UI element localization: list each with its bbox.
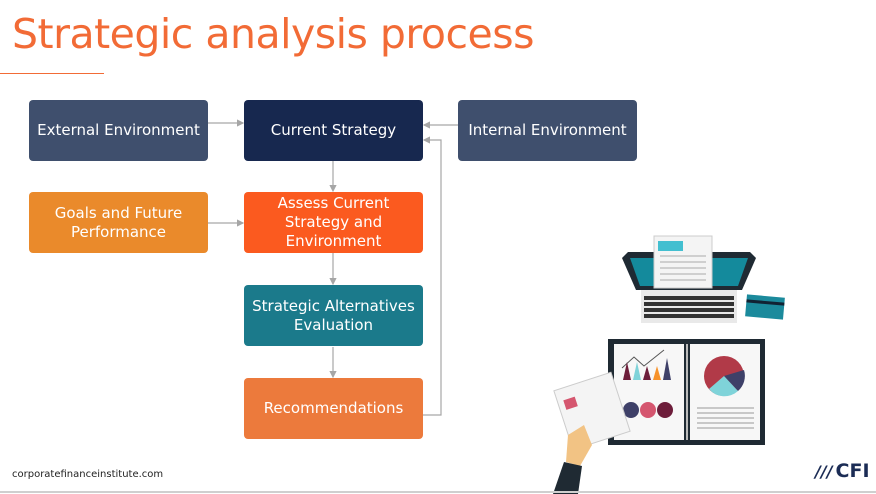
notebook-icon	[608, 339, 765, 445]
box-external-environment: External Environment	[29, 100, 208, 161]
footer-url: corporatefinanceinstitute.com	[12, 469, 164, 480]
checklist-hand-icon	[553, 371, 631, 494]
box-recommendations: Recommendations	[244, 378, 423, 439]
cfi-logo-text: CFI	[835, 460, 870, 482]
box-assess: Assess Current Strategy and Environment	[244, 192, 423, 253]
cfi-logo: ///CFI	[815, 460, 870, 482]
box-alternatives: Strategic Alternatives Evaluation	[244, 285, 423, 346]
cfi-slashes-icon: ///	[815, 461, 833, 481]
feedback-arrow	[422, 136, 442, 416]
box-current-strategy: Current Strategy	[244, 100, 423, 161]
credit-card-icon	[745, 294, 785, 320]
page-title: Strategic analysis process	[12, 10, 534, 58]
bottom-divider	[0, 491, 876, 493]
box-internal-environment: Internal Environment	[458, 100, 637, 161]
title-underline	[0, 73, 104, 74]
box-goals: Goals and Future Performance	[29, 192, 208, 253]
laptop-icon	[622, 235, 756, 323]
